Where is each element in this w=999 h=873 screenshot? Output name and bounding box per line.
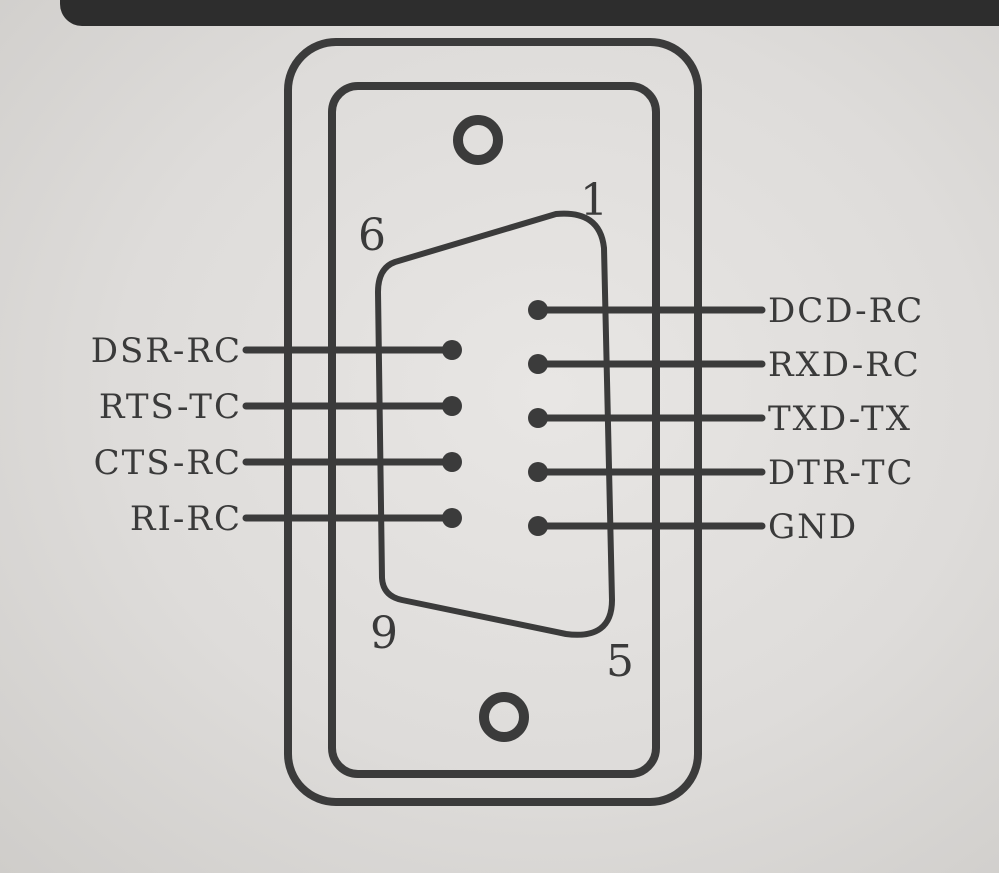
pin-dot-rts-tc — [442, 396, 462, 416]
pin-dot-dcd-rc — [528, 300, 548, 320]
pin-label-txd-tx: TXD-TX — [768, 399, 912, 439]
pin-dot-dtr-tc — [528, 462, 548, 482]
connector-inner-shell — [328, 82, 660, 778]
pin-label-rxd-rc: RXD-RC — [768, 345, 921, 385]
pin-dot-txd-tx — [528, 408, 548, 428]
pin-number-5: 5 — [606, 636, 634, 687]
pin-dot-ri-rc — [442, 508, 462, 528]
pin-dot-dsr-rc — [442, 340, 462, 360]
connector-outer-shell — [284, 38, 702, 806]
bottom-mounting-hole — [479, 692, 529, 742]
pin-label-dsr-rc: DSR-RC — [91, 331, 242, 371]
pin-number-6: 6 — [358, 210, 386, 261]
pin-label-rts-tc: RTS-TC — [99, 387, 242, 427]
pin-label-gnd: GND — [768, 507, 858, 547]
pin-dot-cts-rc — [442, 452, 462, 472]
top-mounting-hole — [453, 115, 503, 165]
pin-dot-gnd — [528, 516, 548, 536]
pin-label-ri-rc: RI-RC — [130, 499, 242, 539]
pin-label-dcd-rc: DCD-RC — [768, 291, 924, 331]
d-sub-shell — [375, 210, 615, 638]
pin-number-1: 1 — [580, 175, 608, 226]
right-pin-row: DCD-RC RXD-RC TXD-TX DTR-TC GND — [528, 291, 924, 547]
pin-label-cts-rc: CTS-RC — [94, 443, 242, 483]
left-pin-row: DSR-RC RTS-TC CTS-RC RI-RC — [91, 331, 462, 539]
header-bar — [60, 0, 999, 26]
pin-label-dtr-tc: DTR-TC — [768, 453, 915, 493]
pin-dot-rxd-rc — [528, 354, 548, 374]
pin-number-9: 9 — [370, 608, 398, 659]
